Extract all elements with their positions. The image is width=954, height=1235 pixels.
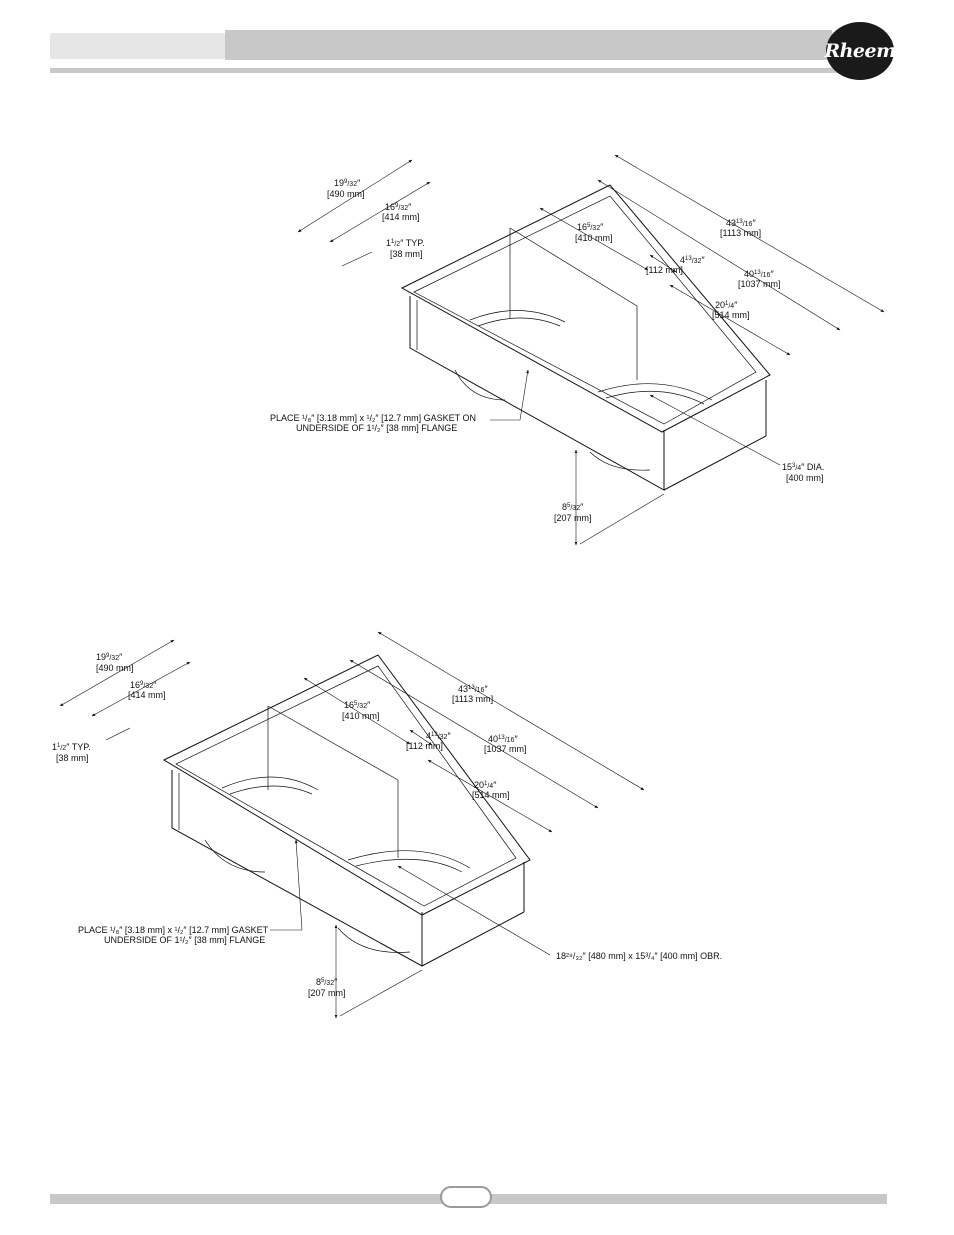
top-dim-height: 85/32″ [207 mm] bbox=[554, 502, 592, 523]
svg-text:4313/16″: 4313/16″ bbox=[458, 684, 488, 694]
page-number-tab bbox=[440, 1186, 492, 1208]
top-plenum-drawing: 199/32″ [490 mm] 169/32″ [414 mm] 11/2″ … bbox=[270, 154, 885, 546]
svg-text:[38 mm]: [38 mm] bbox=[390, 249, 423, 259]
top-dim-divider: 413/32″ [112 mm] bbox=[646, 255, 705, 275]
svg-text:[112 mm]: [112 mm] bbox=[646, 265, 683, 275]
header-bar-right bbox=[225, 30, 832, 60]
svg-text:[414 mm]: [414 mm] bbox=[128, 690, 166, 700]
svg-text:[207 mm]: [207 mm] bbox=[308, 988, 346, 998]
bottom-gasket-note: PLACE ¹/₈″ [3.18 mm] x ¹/₂″ [12.7 mm] GA… bbox=[78, 925, 269, 945]
svg-text:169/32″: 169/32″ bbox=[385, 202, 412, 212]
svg-text:[410 mm]: [410 mm] bbox=[342, 711, 380, 721]
top-dim-inner-width: 169/32″ [414 mm] bbox=[382, 202, 420, 222]
top-dim-overall-width: 199/32″ [490 mm] bbox=[327, 178, 365, 199]
svg-text:[490 mm]: [490 mm] bbox=[327, 189, 365, 199]
bottom-dim-opening: 201/4″ [514 mm] bbox=[472, 780, 510, 800]
svg-text:PLACE ¹/₈″ [3.18 mm] x ¹/₂″ [1: PLACE ¹/₈″ [3.18 mm] x ¹/₂″ [12.7 mm] GA… bbox=[270, 413, 476, 423]
header-bar-left bbox=[50, 33, 225, 59]
svg-text:[1113 mm]: [1113 mm] bbox=[452, 694, 493, 704]
svg-text:UNDERSIDE OF 1¹/₂″ [38 mm] FLA: UNDERSIDE OF 1¹/₂″ [38 mm] FLANGE bbox=[296, 423, 457, 433]
bottom-plenum-drawing: 199/32″ [490 mm] 169/32″ [414 mm] 11/2″ … bbox=[52, 631, 722, 1019]
svg-text:[207 mm]: [207 mm] bbox=[554, 513, 592, 523]
svg-text:[1037 mm]: [1037 mm] bbox=[484, 744, 527, 754]
svg-text:[112 mm]: [112 mm] bbox=[406, 741, 443, 751]
svg-text:4013/16″: 4013/16″ bbox=[488, 734, 518, 744]
bottom-dim-oval-collar: 18²⁹/₃₂″ [480 mm] x 15³/₄″ [400 mm] OBR. bbox=[556, 951, 722, 961]
rheem-logo: Rheem bbox=[824, 22, 896, 80]
bottom-dim-inner-length: 4013/16″ [1037 mm] bbox=[484, 734, 527, 754]
top-dim-diameter: 153/4″ DIA. [400 mm] bbox=[782, 462, 824, 483]
svg-text:[400 mm]: [400 mm] bbox=[786, 473, 824, 483]
svg-text:PLACE ¹/₈″ [3.18 mm] x ¹/₂″ [1: PLACE ¹/₈″ [3.18 mm] x ¹/₂″ [12.7 mm] GA… bbox=[78, 925, 269, 935]
svg-text:4013/16″: 4013/16″ bbox=[744, 269, 774, 279]
svg-text:UNDERSIDE OF 1¹/₂″ [38 mm] FLA: UNDERSIDE OF 1¹/₂″ [38 mm] FLANGE bbox=[104, 935, 265, 945]
header-rule bbox=[50, 68, 850, 73]
svg-text:413/32″: 413/32″ bbox=[426, 731, 451, 741]
svg-text:[414 mm]: [414 mm] bbox=[382, 212, 420, 222]
svg-text:201/4″: 201/4″ bbox=[474, 780, 497, 790]
top-dim-opening: 201/4″ [514 mm] bbox=[712, 300, 750, 320]
svg-text:165/32″: 165/32″ bbox=[344, 700, 371, 710]
svg-text:[1113 mm]: [1113 mm] bbox=[720, 228, 761, 238]
svg-text:153/4″ DIA.: 153/4″ DIA. bbox=[782, 462, 824, 472]
top-dim-compartment: 165/32″ [410 mm] bbox=[575, 222, 613, 243]
svg-text:4313/16″: 4313/16″ bbox=[726, 218, 756, 228]
svg-text:85/32″: 85/32″ bbox=[562, 502, 584, 512]
svg-text:[514 mm]: [514 mm] bbox=[472, 790, 510, 800]
bottom-dim-overall-length: 4313/16″ [1113 mm] bbox=[452, 684, 493, 704]
svg-text:165/32″: 165/32″ bbox=[577, 222, 604, 232]
top-dim-inner-length: 4013/16″ [1037 mm] bbox=[738, 269, 781, 289]
svg-text:169/32″: 169/32″ bbox=[130, 680, 157, 690]
bottom-dim-inner-width: 169/32″ [414 mm] bbox=[128, 680, 166, 700]
bottom-dim-overall-width: 199/32″ [490 mm] bbox=[96, 652, 134, 673]
bottom-dim-flange: 11/2″ TYP. [38 mm] bbox=[52, 742, 91, 763]
svg-text:[38 mm]: [38 mm] bbox=[56, 753, 89, 763]
svg-text:201/4″: 201/4″ bbox=[715, 300, 738, 310]
svg-text:[410 mm]: [410 mm] bbox=[575, 233, 613, 243]
logo-text: Rheem bbox=[824, 40, 896, 62]
svg-text:199/32″: 199/32″ bbox=[334, 178, 361, 188]
svg-text:18²⁹/₃₂″ [480 mm] x 15³/₄″ [40: 18²⁹/₃₂″ [480 mm] x 15³/₄″ [400 mm] OBR. bbox=[556, 951, 722, 961]
svg-text:[490 mm]: [490 mm] bbox=[96, 663, 134, 673]
svg-text:413/32″: 413/32″ bbox=[680, 255, 705, 265]
svg-text:85/32″: 85/32″ bbox=[316, 977, 338, 987]
bottom-dim-divider: 413/32″ [112 mm] bbox=[406, 731, 451, 751]
top-dim-flange: 11/2″ TYP. [38 mm] bbox=[386, 238, 425, 259]
svg-text:[1037 mm]: [1037 mm] bbox=[738, 279, 781, 289]
top-dim-overall-length: 4313/16″ [1113 mm] bbox=[720, 218, 761, 238]
bottom-dim-height: 85/32″ [207 mm] bbox=[308, 977, 346, 998]
svg-text:11/2″ TYP.: 11/2″ TYP. bbox=[386, 238, 425, 248]
top-gasket-note: PLACE ¹/₈″ [3.18 mm] x ¹/₂″ [12.7 mm] GA… bbox=[270, 413, 476, 433]
svg-text:11/2″ TYP.: 11/2″ TYP. bbox=[52, 742, 91, 752]
svg-text:199/32″: 199/32″ bbox=[96, 652, 123, 662]
svg-text:[514 mm]: [514 mm] bbox=[712, 310, 750, 320]
bottom-dim-compartment: 165/32″ [410 mm] bbox=[342, 700, 380, 721]
